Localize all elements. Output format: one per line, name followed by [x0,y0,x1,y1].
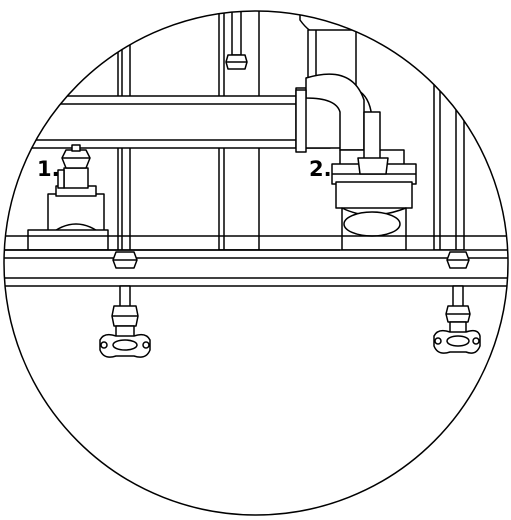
frame-nut-right [446,251,470,269]
callout-label-2: 2. [309,157,332,181]
horizontal-pipe [4,95,331,149]
drain-valve-1 [27,144,109,251]
ball-valve-2 [331,111,417,251]
bottom-frame-channel [4,235,508,287]
leveling-foot-left [99,285,151,358]
frame-nut-left [112,251,138,269]
pipe-elbow [295,73,373,153]
detail-circle-outline [3,10,509,516]
callout-label-1: 1. [37,157,60,181]
threaded-rod-centre [225,11,248,70]
leveling-foot-right [433,285,481,354]
